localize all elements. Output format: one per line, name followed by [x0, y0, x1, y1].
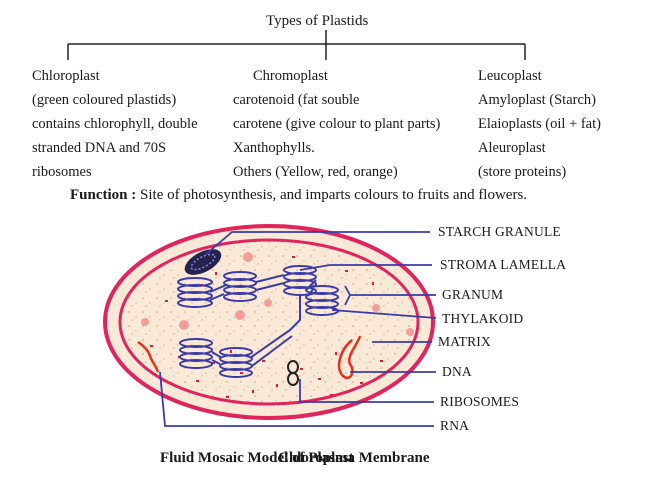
- column-line: Amyloplast (Starch): [478, 92, 596, 108]
- column-line: carotene (give colour to plant parts): [233, 116, 441, 132]
- tree-title: Types of Plastids: [266, 13, 369, 29]
- column-line: Xanthophylls.: [233, 140, 315, 156]
- column-line: (store proteins): [478, 164, 567, 180]
- function-text: Site of photosynthesis, and imparts colo…: [136, 187, 528, 203]
- column-line: ribosomes: [32, 164, 92, 180]
- matrix-spots: [141, 252, 414, 336]
- column-heading: Leucoplast: [478, 68, 542, 84]
- column-line: contains chlorophyll, double: [32, 116, 198, 132]
- function-label: Function :: [70, 187, 137, 203]
- column-line: (green coloured plastids): [32, 92, 177, 108]
- column-heading: Chloroplast: [32, 68, 100, 84]
- column-line: carotenoid (fat souble: [233, 92, 360, 108]
- column-chloroplast: Chloroplast (green coloured plastids) co…: [32, 64, 198, 184]
- granum-stack: [223, 271, 257, 302]
- label-dna: DNA: [442, 364, 472, 379]
- granum-stack: [177, 277, 213, 308]
- label-starch-granule: STARCH GRANULE: [438, 224, 561, 239]
- inner-membrane: [118, 238, 420, 406]
- column-heading: Chromoplast: [253, 68, 328, 84]
- starch-granule: [184, 249, 222, 275]
- caption-plasma-membrane: Fluid Mosaic Model of Plasma Membrane: [160, 450, 430, 466]
- column-chromoplast: Chromoplast carotenoid (fat souble carot…: [233, 64, 440, 184]
- label-thylakoid: THYLAKOID: [442, 311, 524, 326]
- label-ribosomes: RIBOSOMES: [440, 394, 520, 409]
- label-matrix: MATRIX: [438, 334, 491, 349]
- column-line: Aleuroplast: [478, 140, 546, 156]
- rna-strand: [137, 340, 160, 373]
- column-leucoplast: Leucoplast Amyloplast (Starch) Elaioplas…: [478, 64, 601, 184]
- granum-stack: [179, 338, 213, 369]
- column-line: Others (Yellow, red, orange): [233, 164, 398, 180]
- label-stroma-lamella: STROMA LAMELLA: [440, 257, 567, 272]
- stroma-lamellae: [209, 274, 317, 367]
- leader-lines: [159, 231, 437, 427]
- function-line: Function : Site of photosynthesis, and i…: [70, 187, 527, 204]
- column-line: stranded DNA and 70S: [32, 140, 167, 156]
- caption-chloroplast: Chloroplast: [278, 450, 354, 466]
- column-line: Elaioplasts (oil + fat): [478, 116, 601, 132]
- dna-loop: [337, 335, 362, 380]
- label-granum: GRANUM: [442, 287, 504, 302]
- label-rna: RNA: [440, 418, 470, 433]
- ribosome-70s: [287, 360, 299, 386]
